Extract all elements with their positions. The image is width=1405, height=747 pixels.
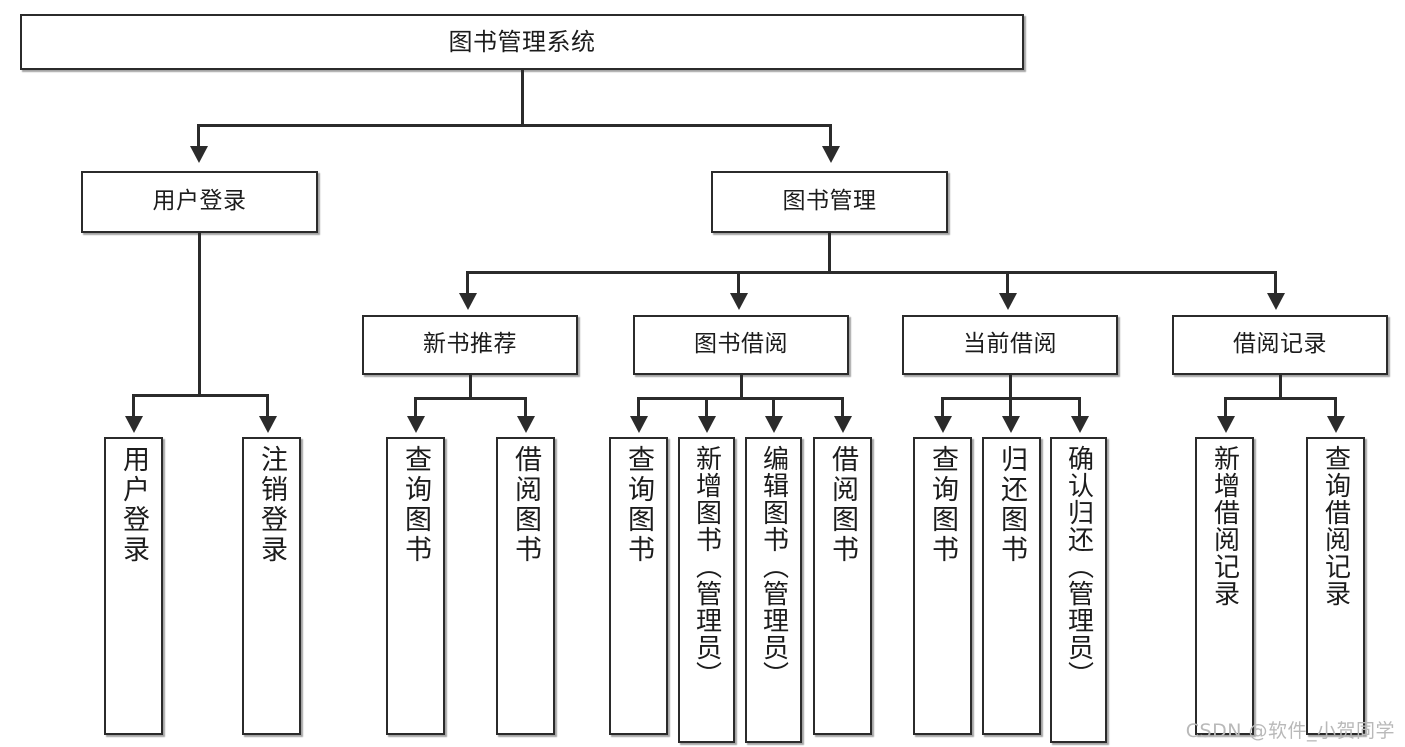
leaf-logout-login[interactable]: 注销登录 [242, 437, 301, 735]
arrowhead-borrow-to-leaf-2 [698, 416, 716, 433]
node-book-borrow[interactable]: 图书借阅 [633, 315, 849, 375]
connector-bookmgmt-to-l3-2 [737, 271, 740, 294]
node-label: 图书管理 [782, 188, 877, 215]
leaf-borrow-query-book[interactable]: 查询图书 [609, 437, 668, 735]
connector-recommend-to-leaf-1 [414, 397, 417, 417]
leaf-current-query-book[interactable]: 查询图书 [913, 437, 972, 735]
node-new-book-recommend[interactable]: 新书推荐 [362, 315, 578, 375]
connector-borrow-stem [740, 375, 743, 399]
connector-current-to-leaf-2 [1009, 397, 1012, 417]
arrowhead-record-to-leaf-2 [1327, 416, 1345, 433]
node-label: 图书管理系统 [448, 27, 596, 56]
connector-login-to-leaf-2 [266, 394, 269, 417]
connector-login-to-leaf-1 [132, 394, 135, 417]
leaf-borrow-edit-book-admin[interactable]: 编辑图书（管理员） [745, 437, 802, 743]
connector-recommend-bus [414, 397, 527, 400]
connector-current-stem [1009, 375, 1012, 399]
leaf-borrow-borrow-book[interactable]: 借阅图书 [813, 437, 872, 735]
connector-login-stem [198, 233, 201, 396]
connector-recommend-stem [469, 375, 472, 399]
connector-bookmgmt-stem [828, 233, 831, 273]
arrowhead-login-to-leaf-2 [259, 416, 277, 433]
connector-current-to-leaf-3 [1078, 397, 1081, 417]
node-label: 注销登录 [256, 445, 287, 565]
connector-record-to-leaf-2 [1334, 397, 1337, 417]
leaf-record-add-record[interactable]: 新增借阅记录 [1195, 437, 1254, 735]
arrowhead-login-to-leaf-1 [125, 416, 143, 433]
leaf-current-confirm-return-admin[interactable]: 确认归还（管理员） [1050, 437, 1107, 743]
connector-login-bus [132, 394, 269, 397]
node-label: 当前借阅 [963, 331, 1057, 358]
leaf-recommend-borrow-book[interactable]: 借阅图书 [496, 437, 555, 735]
node-label: 借阅图书 [827, 445, 858, 565]
arrowhead-current-to-leaf-3 [1071, 416, 1089, 433]
node-root-system[interactable]: 图书管理系统 [20, 14, 1024, 70]
node-label: 用户登录 [152, 188, 247, 215]
connector-root-stem [521, 70, 524, 126]
arrowhead-borrow-to-leaf-1 [630, 416, 648, 433]
leaf-user-login[interactable]: 用户登录 [104, 437, 163, 735]
leaf-recommend-query-book[interactable]: 查询图书 [386, 437, 445, 735]
arrowhead-bookmgmt-to-l3-1 [459, 293, 477, 310]
node-label: 查询图书 [623, 445, 654, 565]
connector-borrow-to-leaf-3 [772, 397, 775, 417]
arrowhead-record-to-leaf-1 [1217, 416, 1235, 433]
connector-record-to-leaf-1 [1224, 397, 1227, 417]
connector-recommend-to-leaf-2 [524, 397, 527, 417]
connector-borrow-bus [637, 397, 844, 400]
arrowhead-bookmgmt-to-l3-4 [1267, 293, 1285, 310]
arrowhead-current-to-leaf-2 [1002, 416, 1020, 433]
connector-bookmgmt-to-l3-4 [1274, 271, 1277, 294]
arrowhead-recommend-to-leaf-1 [407, 416, 425, 433]
node-label: 新增借阅记录 [1209, 445, 1240, 607]
node-label: 查询图书 [927, 445, 958, 565]
arrowhead-bookmgmt-to-l3-2 [730, 293, 748, 310]
node-label: 归还图书 [996, 445, 1027, 565]
node-label: 确认归还（管理员） [1063, 445, 1094, 688]
connector-root-bus [197, 124, 832, 127]
node-label: 查询图书 [400, 445, 431, 565]
arrowhead-borrow-to-leaf-4 [834, 416, 852, 433]
node-label: 新书推荐 [423, 331, 517, 358]
arrowhead-root-to-bookmgmt [822, 146, 840, 163]
node-label: 查询借阅记录 [1320, 445, 1351, 607]
connector-bookmgmt-to-l3-1 [466, 271, 469, 294]
connector-bookmgmt-bus [466, 271, 1277, 274]
arrowhead-bookmgmt-to-l3-3 [999, 293, 1017, 310]
node-label: 借阅图书 [510, 445, 541, 565]
leaf-current-return-book[interactable]: 归还图书 [982, 437, 1041, 735]
connector-current-to-leaf-1 [941, 397, 944, 417]
connector-record-stem [1279, 375, 1282, 399]
arrowhead-borrow-to-leaf-3 [765, 416, 783, 433]
connector-record-bus [1224, 397, 1337, 400]
connector-bookmgmt-to-l3-3 [1006, 271, 1009, 294]
connector-root-to-login [197, 124, 200, 147]
node-label: 图书借阅 [694, 331, 788, 358]
leaf-record-query-record[interactable]: 查询借阅记录 [1306, 437, 1365, 735]
node-current-borrow[interactable]: 当前借阅 [902, 315, 1118, 375]
node-book-management[interactable]: 图书管理 [711, 171, 948, 233]
node-user-login[interactable]: 用户登录 [81, 171, 318, 233]
node-label: 用户登录 [118, 445, 149, 565]
connector-root-to-bookmgmt [829, 124, 832, 147]
node-label: 编辑图书（管理员） [758, 445, 789, 688]
node-borrow-record[interactable]: 借阅记录 [1172, 315, 1388, 375]
node-label: 借阅记录 [1233, 331, 1327, 358]
arrowhead-current-to-leaf-1 [934, 416, 952, 433]
connector-borrow-to-leaf-2 [705, 397, 708, 417]
leaf-borrow-add-book-admin[interactable]: 新增图书（管理员） [678, 437, 735, 743]
arrowhead-recommend-to-leaf-2 [517, 416, 535, 433]
connector-borrow-to-leaf-1 [637, 397, 640, 417]
connector-borrow-to-leaf-4 [841, 397, 844, 417]
node-label: 新增图书（管理员） [691, 445, 722, 688]
arrowhead-root-to-login [190, 146, 208, 163]
